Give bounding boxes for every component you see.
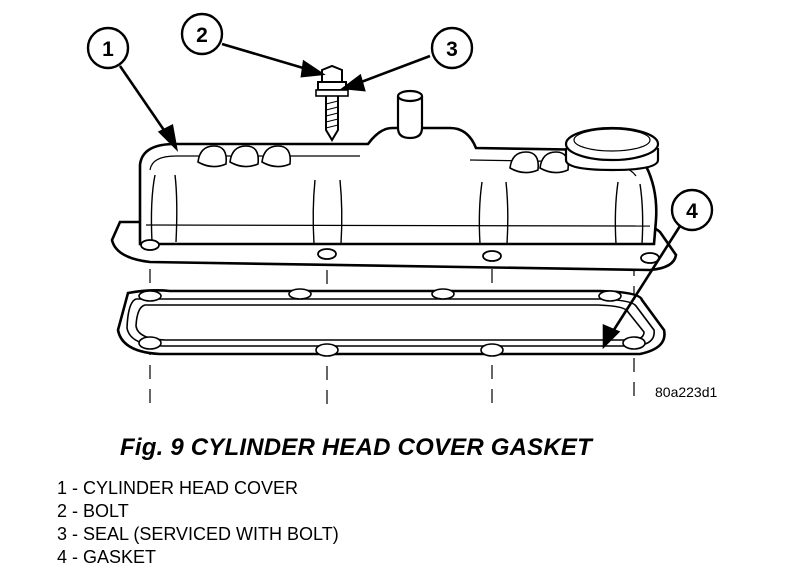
callout-leaders (118, 42, 682, 350)
callout-circle-3 (430, 26, 474, 70)
callout-circle-1 (86, 26, 130, 70)
legend: 1 - CYLINDER HEAD COVER 2 - BOLT 3 - SEA… (57, 477, 339, 569)
legend-item: 1 - CYLINDER HEAD COVER (57, 478, 299, 498)
callout-circle-2 (180, 12, 224, 56)
bolt (317, 64, 347, 142)
gasket (116, 288, 666, 357)
callout-number-3: 3 (446, 38, 458, 61)
callout-number-2: 2 (196, 24, 208, 47)
callout-number-4: 4 (686, 200, 698, 223)
seal (315, 89, 349, 97)
callout-3: 3 (430, 26, 474, 70)
callout-circle-4 (670, 188, 714, 232)
callout-4: 4 (670, 188, 714, 232)
legend-item: 4 - GASKET (57, 547, 157, 567)
callout-1: 1 (86, 26, 130, 70)
callout-2: 2 (180, 12, 224, 56)
legend-item: 3 - SEAL (SERVICED WITH BOLT) (57, 524, 339, 544)
exploded-view-diagram: 1 2 3 4 (86, 12, 714, 410)
legend-item: 2 - BOLT (57, 501, 129, 521)
callout-number-1: 1 (102, 38, 114, 61)
cylinder-head-cover (110, 89, 678, 272)
figure-reference-code: 80a223d1 (655, 384, 718, 400)
figure-caption: Fig. 9 CYLINDER HEAD COVER GASKET (120, 434, 592, 461)
